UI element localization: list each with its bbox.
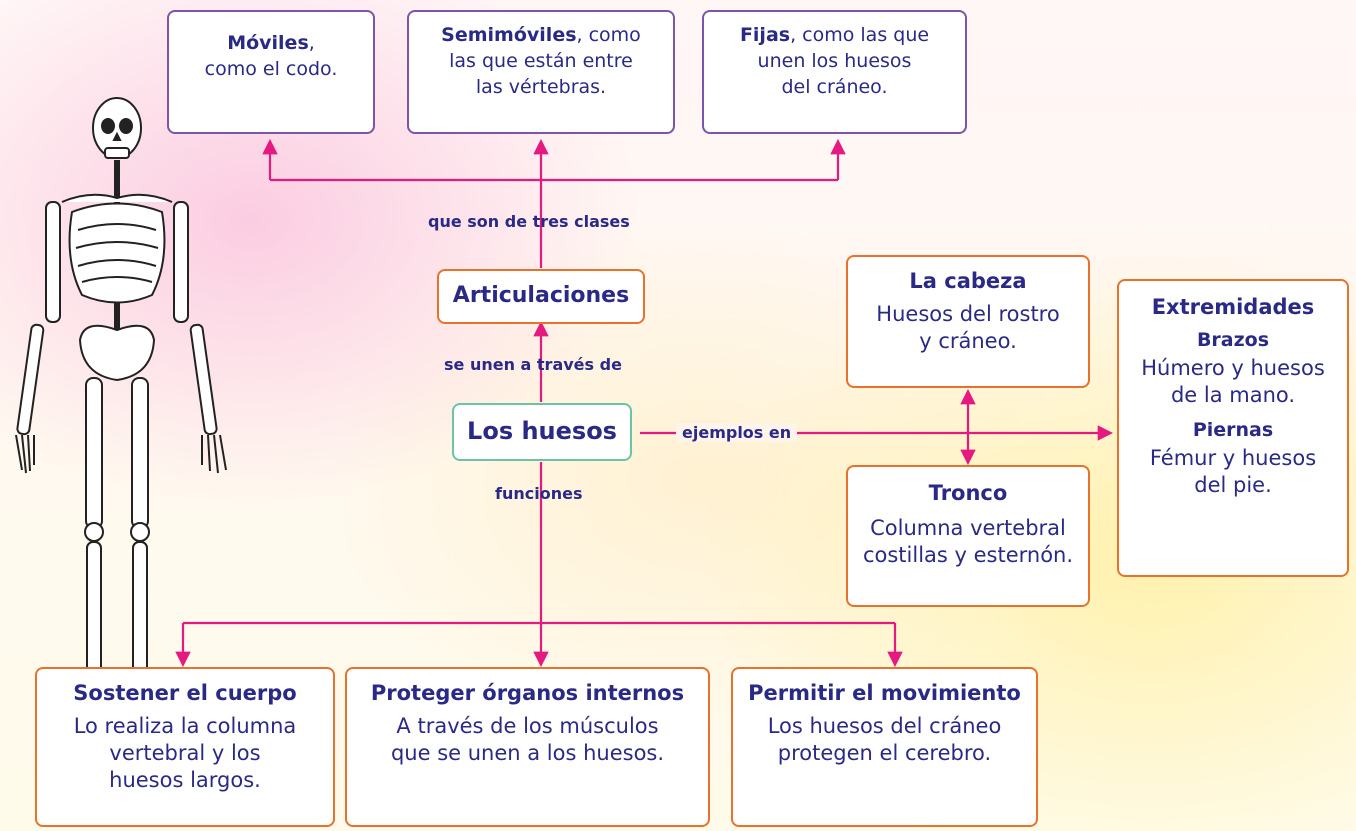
skeleton-illustration bbox=[15, 97, 227, 711]
funcion-sostener-line3: huesos largos. bbox=[109, 768, 261, 792]
moviles-rest: , bbox=[308, 32, 315, 54]
cabeza-line1: Huesos del rostro bbox=[876, 302, 1060, 326]
fijas-rest: , como las que bbox=[790, 24, 930, 46]
funcion-sostener-title: Sostener el cuerpo bbox=[73, 681, 297, 705]
fijas-line2: unen los huesos bbox=[757, 50, 912, 72]
funcion-movimiento-box: Permitir el movimiento Los huesos del cr… bbox=[731, 667, 1038, 827]
piernas-line1: Fémur y huesos bbox=[1149, 446, 1317, 470]
fijas-bold: Fijas bbox=[739, 24, 791, 46]
tronco-title: Tronco bbox=[928, 481, 1008, 505]
moviles-bold: Móviles bbox=[227, 32, 309, 54]
brazos-line1: Húmero y huesos bbox=[1141, 356, 1325, 380]
extremidades-box: Extremidades Brazos Húmero y huesos de l… bbox=[1117, 279, 1349, 577]
semimoviles-rest: , como bbox=[576, 24, 641, 46]
cabeza-title: La cabeza bbox=[909, 269, 1027, 293]
cabeza-line2: y cráneo. bbox=[919, 329, 1017, 353]
funcion-sostener-box: Sostener el cuerpo Lo realiza la columna… bbox=[35, 667, 335, 827]
funcion-sostener-line2: vertebral y los bbox=[109, 741, 261, 765]
funcion-proteger-line2: que se unen a los huesos. bbox=[390, 741, 665, 765]
label-se-unen: se unen a través de bbox=[444, 355, 622, 374]
brazos-title: Brazos bbox=[1196, 329, 1270, 351]
semimoviles-line2: las que están entre bbox=[449, 50, 633, 72]
label-funciones: funciones bbox=[495, 484, 583, 503]
fijas-line3: del cráneo. bbox=[781, 76, 888, 98]
label-ejemplos: ejemplos en bbox=[676, 423, 798, 442]
huesos-title: Los huesos bbox=[467, 417, 617, 445]
tronco-box: Tronco Columna vertebral costillas y est… bbox=[846, 465, 1090, 607]
piernas-title: Piernas bbox=[1192, 419, 1274, 441]
moviles-line2: como el codo. bbox=[204, 58, 338, 80]
funcion-proteger-title: Proteger órganos internos bbox=[370, 681, 685, 705]
funcion-sostener-line1: Lo realiza la columna bbox=[73, 714, 297, 738]
funcion-proteger-box: Proteger órganos internos A través de lo… bbox=[345, 667, 710, 827]
cabeza-box: La cabeza Huesos del rostro y cráneo. bbox=[846, 255, 1090, 388]
label-tres-clases: que son de tres clases bbox=[428, 212, 630, 231]
extremidades-title: Extremidades bbox=[1151, 295, 1315, 319]
funcion-movimiento-line2: protegen el cerebro. bbox=[777, 741, 992, 765]
piernas-line2: del pie. bbox=[1194, 473, 1272, 497]
funcion-proteger-line1: A través de los músculos bbox=[396, 714, 659, 738]
class-moviles-box: Móviles, como el codo. bbox=[167, 10, 375, 134]
funcion-movimiento-line1: Los huesos del cráneo bbox=[767, 714, 1002, 738]
semimoviles-bold: Semimóviles bbox=[441, 24, 577, 46]
articulaciones-title: Articulaciones bbox=[452, 283, 630, 308]
brazos-line2: de la mano. bbox=[1170, 383, 1296, 407]
class-fijas-box: Fijas, como las que unen los huesos del … bbox=[702, 10, 967, 134]
huesos-box: Los huesos bbox=[452, 403, 632, 461]
semimoviles-line3: las vértebras. bbox=[475, 76, 607, 98]
tronco-line1: Columna vertebral bbox=[870, 516, 1066, 540]
articulaciones-box: Articulaciones bbox=[437, 269, 645, 324]
funcion-movimiento-title: Permitir el movimiento bbox=[748, 681, 1021, 705]
class-semimoviles-box: Semimóviles, como las que están entre la… bbox=[407, 10, 675, 134]
tronco-line2: costillas y esternón. bbox=[862, 543, 1074, 567]
